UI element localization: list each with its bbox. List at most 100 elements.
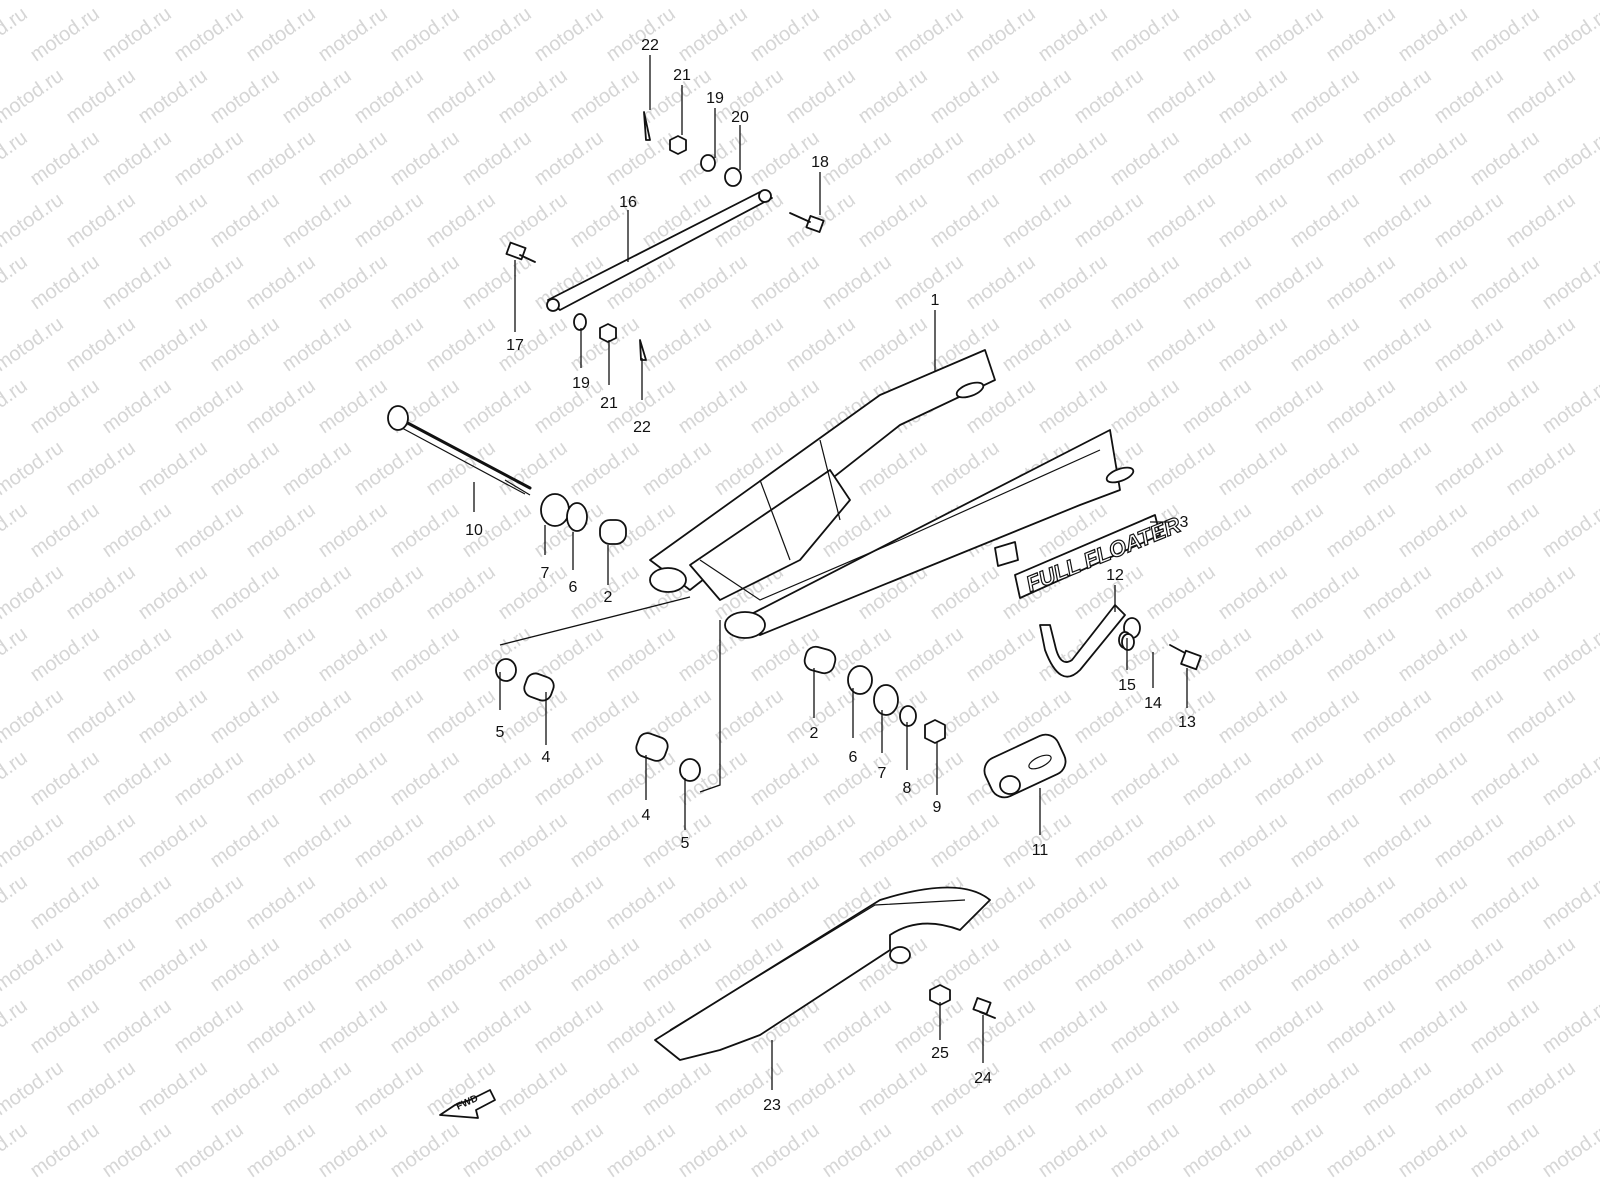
watermark-text: motod.ru (890, 127, 967, 190)
watermark-text: motod.ru (1322, 251, 1399, 314)
watermark-text: motod.ru (98, 623, 175, 686)
watermark-text: motod.ru (854, 189, 931, 252)
watermark-text: motod.ru (1466, 127, 1543, 190)
watermark-text: motod.ru (1322, 623, 1399, 686)
watermark-text: motod.ru (206, 685, 283, 748)
watermark-text: motod.ru (1502, 809, 1579, 872)
watermark-text: motod.ru (350, 437, 427, 500)
watermark-text: motod.ru (458, 995, 535, 1058)
watermark-text: motod.ru (746, 375, 823, 438)
watermark-text: motod.ru (602, 3, 679, 66)
watermark-text: motod.ru (26, 871, 103, 934)
watermark-text: motod.ru (1502, 313, 1579, 376)
watermark-text: motod.ru (0, 189, 68, 252)
watermark-text: motod.ru (1466, 1119, 1543, 1182)
watermark-text: motod.ru (782, 313, 859, 376)
callout-5-left: 5 (496, 724, 505, 741)
watermark-text: motod.ru (206, 1057, 283, 1120)
watermark-text: motod.ru (890, 623, 967, 686)
watermark-text: motod.ru (1502, 189, 1579, 252)
watermark-text: motod.ru (1286, 189, 1363, 252)
watermark-text: motod.ru (890, 1119, 967, 1182)
watermark-text: motod.ru (1394, 747, 1471, 810)
watermark-text: motod.ru (1070, 313, 1147, 376)
watermark-text: motod.ru (890, 995, 967, 1058)
watermark-text: motod.ru (134, 809, 211, 872)
watermark-text: motod.ru (1466, 747, 1543, 810)
watermark-text: motod.ru (1466, 251, 1543, 314)
chain-buffer (983, 733, 1067, 799)
callout-15: 15 (1118, 677, 1136, 694)
watermark-text: motod.ru (62, 1057, 139, 1120)
watermark-text: motod.ru (1214, 437, 1291, 500)
callout-7-left: 7 (541, 565, 550, 582)
watermark-text: motod.ru (494, 437, 571, 500)
watermark-text: motod.ru (1502, 561, 1579, 624)
watermark-text: motod.ru (1394, 995, 1471, 1058)
watermark-text: motod.ru (242, 499, 319, 562)
watermark-text: motod.ru (638, 1057, 715, 1120)
watermark-text: motod.ru (0, 313, 68, 376)
callout-1: 1 (931, 292, 940, 309)
watermark-text: motod.ru (1142, 65, 1219, 128)
watermark-text: motod.ru (998, 313, 1075, 376)
watermark-text: motod.ru (566, 437, 643, 500)
watermark-text: motod.ru (1034, 995, 1111, 1058)
watermark-text: motod.ru (818, 127, 895, 190)
watermark-text: motod.ru (674, 3, 751, 66)
watermark-text: motod.ru (1214, 313, 1291, 376)
callout-20: 20 (731, 109, 749, 126)
watermark-text: motod.ru (62, 313, 139, 376)
watermark-text: motod.ru (1466, 375, 1543, 438)
watermark-text: motod.ru (962, 623, 1039, 686)
callout-6-left: 6 (569, 579, 578, 596)
watermark-text: motod.ru (278, 561, 355, 624)
watermark-text: motod.ru (350, 1057, 427, 1120)
watermark-text: motod.ru (638, 437, 715, 500)
callout-22-top: 22 (641, 37, 659, 54)
watermark-text: motod.ru (206, 437, 283, 500)
watermark-text: motod.ru (926, 809, 1003, 872)
watermark-text: motod.ru (1214, 685, 1291, 748)
watermark-text: motod.ru (98, 871, 175, 934)
watermark-text: motod.ru (530, 995, 607, 1058)
watermark-text: motod.ru (134, 65, 211, 128)
watermark-text: motod.ru (1214, 933, 1291, 996)
watermark-text: motod.ru (1178, 499, 1255, 562)
watermark-text: motod.ru (926, 65, 1003, 128)
watermark-text: motod.ru (1322, 747, 1399, 810)
watermark-text: motod.ru (134, 437, 211, 500)
watermark-text: motod.ru (1106, 747, 1183, 810)
watermark-text: motod.ru (1250, 1119, 1327, 1182)
watermark-text: motod.ru (890, 251, 967, 314)
watermark-text: motod.ru (170, 499, 247, 562)
watermark-text: motod.ru (98, 375, 175, 438)
watermark-text: motod.ru (0, 809, 68, 872)
watermark-text: motod.ru (1070, 685, 1147, 748)
watermark-text: motod.ru (242, 995, 319, 1058)
callout-14: 14 (1144, 695, 1162, 712)
watermark-text: motod.ru (1250, 375, 1327, 438)
watermark-text: motod.ru (1070, 189, 1147, 252)
watermark-text: motod.ru (1070, 1057, 1147, 1120)
watermark-text: motod.ru (1502, 1057, 1579, 1120)
watermark-text: motod.ru (674, 871, 751, 934)
watermark-text: motod.ru (422, 685, 499, 748)
watermark-text: motod.ru (242, 1119, 319, 1182)
watermark-text: motod.ru (1358, 313, 1435, 376)
watermark-text: motod.ru (386, 1119, 463, 1182)
watermark-text: motod.ru (0, 933, 68, 996)
callout-19-bottom: 19 (572, 375, 590, 392)
callout-2-left: 2 (604, 589, 613, 606)
watermark-text: motod.ru (1250, 871, 1327, 934)
watermark-text: motod.ru (314, 1119, 391, 1182)
watermark-text: motod.ru (1286, 809, 1363, 872)
watermark-text: motod.ru (1430, 65, 1507, 128)
watermark-text: motod.ru (314, 127, 391, 190)
watermark-text: motod.ru (98, 747, 175, 810)
callout-3: 3 (1180, 514, 1189, 531)
watermark-text: motod.ru (242, 3, 319, 66)
fwd-arrow-icon: FWD (439, 1089, 496, 1119)
callout-16: 16 (619, 194, 637, 211)
watermark-text: motod.ru (494, 65, 571, 128)
